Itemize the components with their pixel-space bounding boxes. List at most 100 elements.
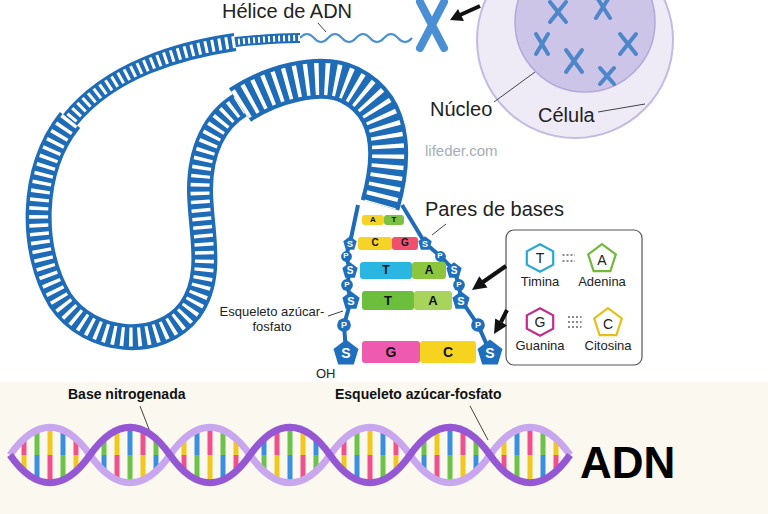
chromosome	[596, 0, 610, 18]
helix-ribbon	[240, 79, 388, 205]
sugar-letter: S	[422, 240, 428, 249]
chromosome	[420, 2, 444, 48]
title-label: ADN	[580, 438, 675, 489]
phosphate-circle: P	[341, 251, 352, 262]
sugar-letter: S	[347, 296, 354, 307]
hexagon-shape	[527, 308, 553, 336]
leader-line	[432, 224, 446, 235]
base-letter: T	[536, 251, 545, 265]
part-label: OH	[316, 367, 336, 382]
chromosome	[600, 68, 614, 84]
base-block: A	[414, 291, 452, 310]
helix-ribbon	[39, 105, 240, 337]
base-letter: T	[392, 216, 397, 224]
part-label: Núcleo	[430, 98, 492, 121]
part-label: Esqueleto azúcar-fosfato	[335, 386, 501, 402]
base-letter: C	[371, 238, 378, 248]
helix-rungs	[70, 42, 235, 120]
base-letter: T	[382, 264, 389, 276]
sugar-pentagon: S	[418, 236, 432, 250]
base-block: T	[362, 291, 414, 310]
pentagon-shape	[594, 308, 622, 335]
circle-shape	[341, 251, 352, 262]
pentagon-box: C	[593, 307, 623, 337]
sugar-pentagon: S	[446, 262, 462, 278]
phosphate-letter: P	[456, 281, 461, 289]
helix-ribbon	[235, 38, 300, 42]
sugar-letter: S	[457, 296, 464, 307]
base-block: A	[412, 262, 446, 279]
base-letter: C	[603, 317, 613, 331]
base-letter: G	[535, 315, 546, 329]
dna-helix	[39, 38, 389, 337]
sugar-pentagon: S	[452, 291, 470, 309]
legend-box	[506, 230, 642, 365]
chromosomes	[536, 0, 636, 84]
circle-shape	[341, 279, 353, 291]
hydrogen-bond	[563, 255, 576, 261]
base-molecule: G Guanina	[514, 307, 566, 353]
base-block: A	[362, 215, 384, 225]
phosphate-circle: P	[435, 251, 446, 262]
base-block: G	[362, 341, 420, 363]
pentagon-shape	[342, 291, 359, 308]
sugar-letter: S	[485, 346, 494, 360]
base-letter: A	[425, 264, 434, 276]
base-name: Citosina	[585, 339, 632, 353]
pentagon-shape	[418, 236, 431, 249]
base-block: T	[360, 262, 412, 279]
arrow-head	[450, 9, 464, 21]
base-name: Guanina	[515, 339, 564, 353]
hexagon-box: T	[525, 243, 555, 273]
pentagon-shape	[343, 236, 356, 249]
base-letter: C	[443, 345, 453, 359]
nucleus	[515, 0, 655, 92]
base-molecule: AAdenina	[577, 243, 627, 289]
pentagon-shape	[342, 262, 357, 277]
sugar-pentagon: S	[477, 339, 503, 365]
pentagon-shape	[452, 291, 469, 308]
base-molecule: C Citosina	[584, 307, 633, 353]
helix-rungs	[39, 105, 240, 337]
leader-line	[318, 23, 326, 32]
base-letter: A	[428, 294, 437, 307]
sugar-letter: S	[347, 266, 354, 276]
hexagon-box: G	[525, 307, 555, 337]
leader-lines	[140, 23, 645, 440]
base-letter: G	[401, 238, 409, 248]
hexagon-shape	[527, 244, 553, 272]
backbone-strand	[10, 427, 570, 483]
circle-shape	[435, 251, 446, 262]
backbone-strand	[10, 427, 570, 483]
base-letter: A	[597, 253, 606, 267]
part-label: Pares de bases	[425, 198, 564, 221]
leader-line	[598, 104, 645, 112]
pentagon-shape	[446, 262, 461, 277]
base-block: C	[420, 341, 476, 363]
phosphate-letter: P	[344, 281, 349, 289]
cell-membrane	[477, 0, 673, 138]
sugar-phosphate-backbone	[402, 205, 490, 352]
phosphate-letter: P	[341, 321, 347, 330]
arrow-head	[494, 318, 507, 334]
circle-shape	[337, 318, 351, 332]
sugar-pentagon: S	[342, 291, 360, 309]
base-letter: T	[384, 294, 392, 307]
helix-ribbon	[70, 42, 235, 120]
base-letter: A	[370, 216, 376, 224]
pointer-arrow	[483, 266, 506, 282]
helix-rungs	[240, 79, 388, 205]
circle-shape	[471, 318, 485, 332]
helix-rungs	[235, 38, 300, 42]
sugar-letter: S	[341, 346, 350, 360]
sugar-letter: S	[347, 240, 353, 249]
hydrogen-bond	[568, 317, 582, 327]
sugar-pentagon: S	[342, 262, 358, 278]
part-label: Hélice de ADN	[222, 0, 352, 23]
base-name: Timina	[521, 275, 560, 289]
phosphate-circle: P	[453, 279, 465, 291]
chromosome	[550, 2, 566, 22]
phosphate-letter: P	[437, 252, 442, 260]
